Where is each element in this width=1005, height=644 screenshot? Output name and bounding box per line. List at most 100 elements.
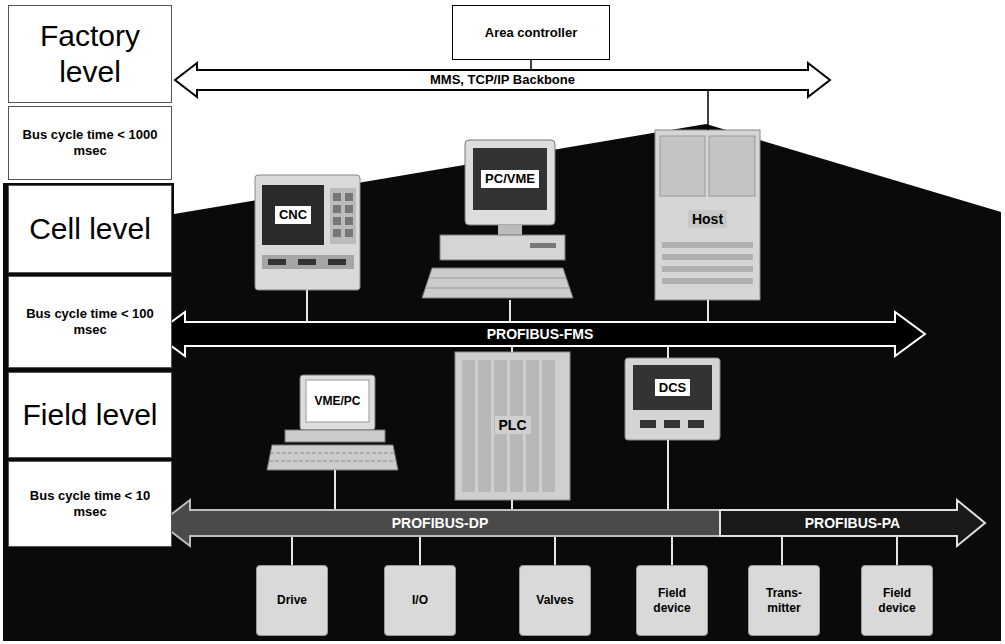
- box-label: Field level: [22, 397, 157, 433]
- device-label-plate: DCS: [633, 365, 712, 410]
- device-icon: PLC: [455, 352, 570, 500]
- bus-label: PROFIBUS-FMS: [487, 326, 594, 343]
- drive-slot: [530, 243, 556, 248]
- bus-drop-line: [896, 536, 898, 565]
- bus-drop-line: [707, 300, 709, 322]
- field-device-box: Field device: [636, 565, 708, 636]
- level-label: Factory level: [8, 5, 172, 103]
- host-slot: [662, 266, 753, 272]
- device-icon: VME/PC: [267, 375, 398, 470]
- bus-arrow-outline: [720, 500, 985, 546]
- bus-arrow: PROFIBUS-PA: [720, 510, 985, 536]
- bus-drop-line: [667, 440, 669, 510]
- device-icon: Host: [655, 130, 760, 300]
- bus-label: PROFIBUS-DP: [392, 515, 488, 532]
- cnc-key: [333, 217, 341, 225]
- box-label: Bus cycle time < 10 msec: [13, 488, 167, 519]
- cnc-panel: [255, 175, 360, 290]
- key-row: [427, 288, 569, 289]
- cycle-time-label: Bus cycle time < 10 msec: [8, 461, 172, 547]
- cnc-button: [268, 259, 286, 265]
- device-label: VME/PC: [310, 393, 364, 409]
- bus-label: PROFIBUS-PA: [805, 515, 900, 532]
- field-device-box: Drive: [256, 565, 328, 636]
- system-unit: [285, 430, 385, 442]
- bus-drop-line: [530, 60, 532, 70]
- bus-arrow: PROFIBUS-FMS: [155, 322, 925, 346]
- plc-module: [542, 360, 555, 492]
- keyboard: [267, 445, 398, 470]
- cnc-strip: [262, 255, 354, 269]
- host-slot: [662, 242, 753, 248]
- box-label: Area controller: [485, 25, 577, 41]
- field-device-box: Field device: [861, 565, 933, 636]
- device-icon: DCS: [625, 358, 720, 440]
- bus-drop-line: [671, 536, 673, 565]
- cnc-key: [345, 205, 353, 213]
- box-label: Factory level: [13, 18, 167, 90]
- plc-module: [478, 360, 491, 492]
- factory-house: [3, 124, 1001, 641]
- box-label: Field device: [866, 586, 928, 615]
- device-label: Host: [688, 210, 727, 229]
- bus-drop-line: [306, 290, 308, 322]
- bus-drop-line: [509, 300, 511, 322]
- field-device-box: Trans- mitter: [748, 565, 820, 636]
- host-slot: [662, 278, 753, 284]
- cycle-time-label: Bus cycle time < 100 msec: [8, 276, 172, 368]
- field-device-box: I/O: [384, 565, 456, 636]
- cnc-keypad: [330, 188, 356, 244]
- dcs-button: [688, 420, 704, 428]
- system-unit: [440, 235, 565, 260]
- dcs-screen: [633, 365, 712, 410]
- cnc-key: [345, 193, 353, 201]
- controller-box: Area controller: [452, 5, 610, 60]
- host-slot: [662, 254, 753, 260]
- dcs-button: [664, 420, 680, 428]
- bus-arrow: PROFIBUS-DP: [160, 510, 720, 536]
- monitor-screen: [473, 148, 547, 210]
- bus-arrow: MMS, TCP/IP Backbone: [175, 70, 830, 90]
- monitor: [465, 140, 555, 225]
- plc-rack: [455, 352, 570, 500]
- bus-drop-line: [667, 346, 669, 358]
- host-cabinet: [655, 130, 760, 300]
- bus-drop-line: [554, 536, 556, 565]
- host-door: [660, 136, 705, 196]
- box-label: Trans- mitter: [753, 586, 815, 615]
- box-label: Valves: [536, 593, 573, 607]
- box-label: I/O: [412, 593, 428, 607]
- box-label: Bus cycle time < 1000 msec: [13, 127, 167, 158]
- bus-arrow-outline: [155, 312, 925, 356]
- cnc-key: [333, 205, 341, 213]
- device-label-plate: Host: [660, 205, 755, 233]
- cnc-button: [298, 259, 316, 265]
- monitor: [300, 375, 375, 430]
- cnc-button: [328, 259, 346, 265]
- device-label: PLC: [495, 416, 531, 435]
- cycle-time-label: Bus cycle time < 1000 msec: [8, 106, 172, 180]
- device-label-plate: VME/PC: [306, 380, 369, 422]
- device-label-plate: PLC: [465, 410, 560, 440]
- key-row: [269, 461, 396, 462]
- key-row: [430, 278, 566, 279]
- box-label: Bus cycle time < 100 msec: [13, 306, 167, 337]
- cnc-key: [333, 229, 341, 237]
- device-label: PC/VME: [481, 170, 539, 188]
- bus-drop-line: [291, 536, 293, 565]
- monitor-screen: [306, 380, 369, 422]
- level-label: Field level: [8, 372, 172, 458]
- bus-arrow-outline: [160, 500, 720, 546]
- device-label: DCS: [655, 379, 690, 397]
- bus-label: MMS, TCP/IP Backbone: [430, 72, 575, 88]
- cnc-key: [345, 217, 353, 225]
- device-icon: PC/VME: [420, 140, 575, 300]
- device-icon: CNC: [255, 175, 360, 290]
- plc-module: [462, 360, 475, 492]
- dcs-button: [640, 420, 656, 428]
- field-device-box: Valves: [519, 565, 591, 636]
- host-door: [709, 136, 755, 196]
- bus-drop-line: [707, 90, 709, 130]
- monitor-stand: [498, 225, 522, 235]
